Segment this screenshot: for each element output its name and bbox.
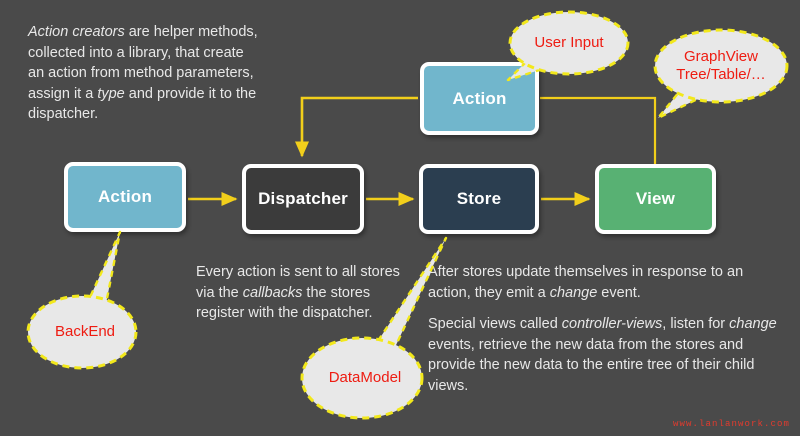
node-store[interactable]: Store bbox=[419, 164, 539, 234]
dispatcher-note-paragraph: Every action is sent to all stores via t… bbox=[196, 262, 414, 324]
callout-backend[interactable]: BackEnd bbox=[24, 230, 146, 372]
store-note-p2-emphasis-change: change bbox=[729, 316, 777, 333]
dispatcher-note-run-1: Every action is sent to all stores via t… bbox=[196, 264, 400, 301]
watermark: www.lanlanwork.com bbox=[672, 419, 790, 429]
intro-run-1: are helper methods, collected into a lib… bbox=[28, 24, 258, 102]
store-note-paragraphs: After stores update themselves in respon… bbox=[428, 262, 784, 396]
callout-datamodel[interactable]: DataModel bbox=[298, 236, 448, 424]
callout-ellipse-datamodel bbox=[300, 336, 424, 420]
node-view[interactable]: View bbox=[595, 164, 716, 234]
dispatcher-note-run-2: the stores register with the dispatcher. bbox=[196, 284, 373, 322]
store-note-paragraph-1: After stores update themselves in respon… bbox=[428, 262, 784, 303]
callout-label-backend: BackEnd bbox=[54, 323, 116, 340]
callout-user-input[interactable]: User Input bbox=[504, 8, 634, 84]
callout-graphview[interactable]: GraphView Tree/Table/… bbox=[648, 26, 794, 120]
callout-label-datamodel: DataModel bbox=[328, 369, 402, 386]
arrow-action-top-to-dispatcher bbox=[294, 96, 418, 158]
callout-label-graphview: GraphView Tree/Table/… bbox=[676, 48, 766, 83]
callout-tail-backend bbox=[84, 230, 122, 316]
store-note-p2-run-1: Special views called bbox=[428, 316, 562, 333]
store-note-paragraph-2: Special views called controller-views, l… bbox=[428, 314, 784, 396]
node-dispatcher[interactable]: Dispatcher bbox=[242, 164, 364, 234]
store-note-p1-run-2: event. bbox=[597, 284, 641, 301]
intro-paragraph: Action creators are helper methods, coll… bbox=[28, 22, 260, 125]
callout-label-user-input: User Input bbox=[534, 34, 604, 51]
store-note-p1-run-1: After stores update themselves in respon… bbox=[428, 264, 744, 301]
store-note-p2-run-2: , listen for bbox=[662, 316, 730, 333]
callout-ellipse-backend bbox=[26, 294, 138, 370]
store-note-p2-emphasis-controller-views: controller-views bbox=[561, 316, 663, 333]
intro-emphasis-action-creators: Action creators bbox=[28, 24, 125, 40]
node-action-creators[interactable]: Action bbox=[64, 162, 186, 232]
store-note-p1-emphasis-change: change bbox=[549, 284, 598, 301]
store-note-p2-run-3: events, retrieve the new data from the s… bbox=[428, 336, 755, 394]
line-action-top-to-view bbox=[540, 96, 657, 164]
intro-run-2: and provide it to the dispatcher. bbox=[28, 85, 257, 123]
dispatcher-note-emphasis-callbacks: callbacks bbox=[242, 284, 303, 301]
callout-ellipse-graphview bbox=[653, 28, 789, 104]
intro-emphasis-type: type bbox=[97, 85, 125, 102]
callout-ellipse-user-input bbox=[508, 10, 630, 76]
node-action-top[interactable]: Action bbox=[420, 62, 539, 135]
